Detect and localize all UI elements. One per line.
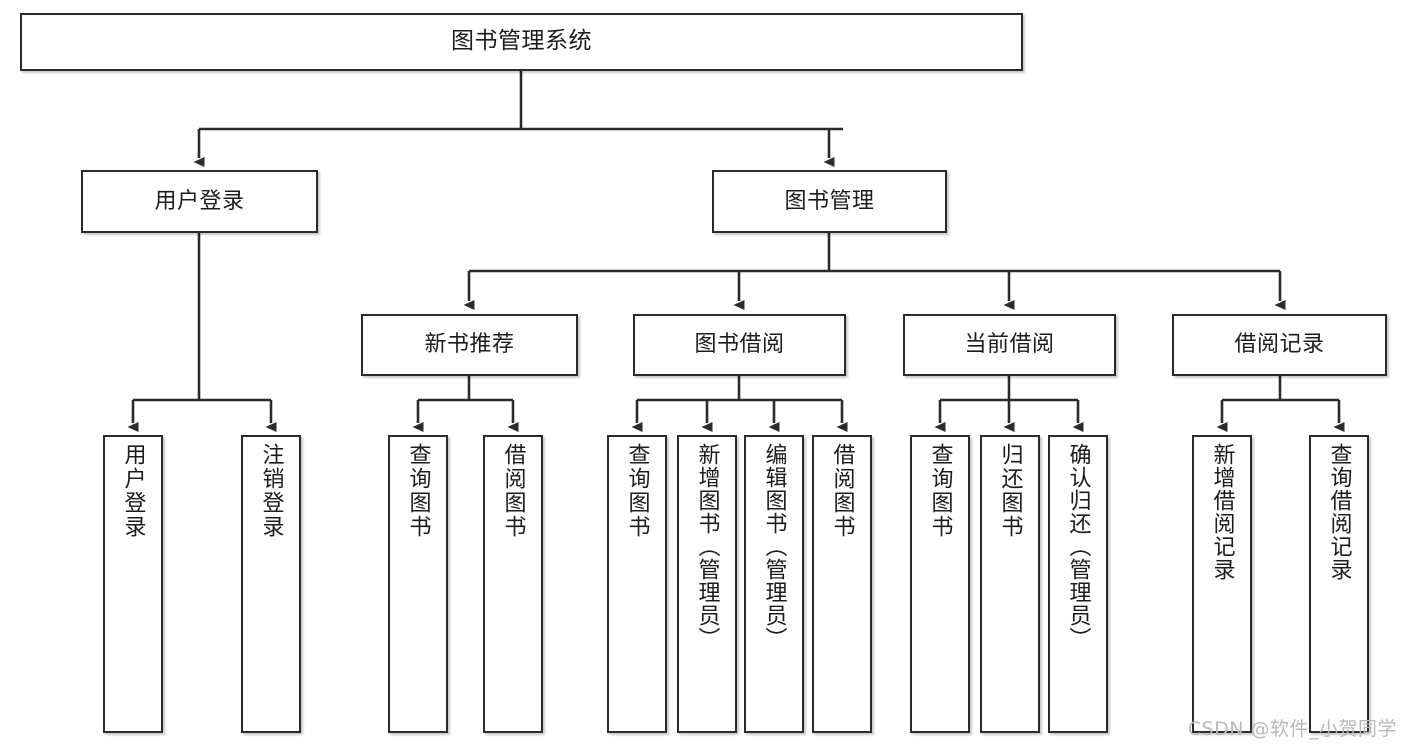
node-borrow-records[interactable]: 借阅记录	[1172, 314, 1387, 376]
node-label: 图书借阅	[694, 332, 785, 358]
node-label: 查询借阅记录	[1326, 443, 1352, 581]
node-new-book-recommendation[interactable]: 新书推荐	[361, 314, 578, 376]
leaf-add-borrow-record[interactable]: 新增借阅记录	[1192, 435, 1252, 733]
node-label: 新增图书（管理员）	[694, 443, 720, 650]
node-book-management[interactable]: 图书管理	[712, 170, 947, 233]
node-label: 确认归还（管理员）	[1065, 443, 1091, 650]
node-current-borrowing[interactable]: 当前借阅	[903, 314, 1116, 376]
node-label: 新书推荐	[424, 332, 515, 358]
node-label: 归还图书	[997, 443, 1023, 539]
node-label: 编辑图书（管理员）	[761, 443, 787, 650]
node-label: 查询图书	[624, 443, 650, 539]
node-label: 借阅图书	[500, 443, 526, 539]
node-label: 查询图书	[405, 443, 431, 539]
node-label: 借阅图书	[829, 443, 855, 539]
leaf-query-borrow-record[interactable]: 查询借阅记录	[1309, 435, 1369, 733]
node-label: 新增借阅记录	[1209, 443, 1235, 581]
node-label: 用户登录	[154, 188, 245, 214]
node-book-borrowing[interactable]: 图书借阅	[633, 314, 846, 376]
node-label: 查询图书	[927, 443, 953, 539]
leaf-add-book-admin[interactable]: 新增图书（管理员）	[677, 435, 737, 733]
leaf-borrow-books-new[interactable]: 借阅图书	[483, 435, 543, 733]
node-label: 借阅记录	[1234, 332, 1325, 358]
node-label: 当前借阅	[964, 332, 1055, 358]
leaf-search-books-new[interactable]: 查询图书	[388, 435, 448, 733]
csdn-watermark: CSDN @软件_小贺同学	[1187, 718, 1397, 740]
node-label: 用户登录	[120, 443, 146, 539]
leaf-search-books-borrow[interactable]: 查询图书	[607, 435, 667, 733]
node-label: 注销登录	[258, 443, 284, 539]
leaf-search-books-current[interactable]: 查询图书	[910, 435, 970, 733]
node-label: 图书管理系统	[451, 28, 592, 55]
leaf-return-books[interactable]: 归还图书	[980, 435, 1040, 733]
node-user-login[interactable]: 用户登录	[81, 170, 318, 233]
leaf-edit-book-admin[interactable]: 编辑图书（管理员）	[744, 435, 804, 733]
node-label: 图书管理	[784, 188, 875, 214]
leaf-borrow-books[interactable]: 借阅图书	[812, 435, 872, 733]
node-root-system[interactable]: 图书管理系统	[20, 13, 1023, 71]
leaf-confirm-return-admin[interactable]: 确认归还（管理员）	[1048, 435, 1108, 733]
leaf-user-login[interactable]: 用户登录	[103, 435, 163, 733]
leaf-logout[interactable]: 注销登录	[241, 435, 301, 733]
